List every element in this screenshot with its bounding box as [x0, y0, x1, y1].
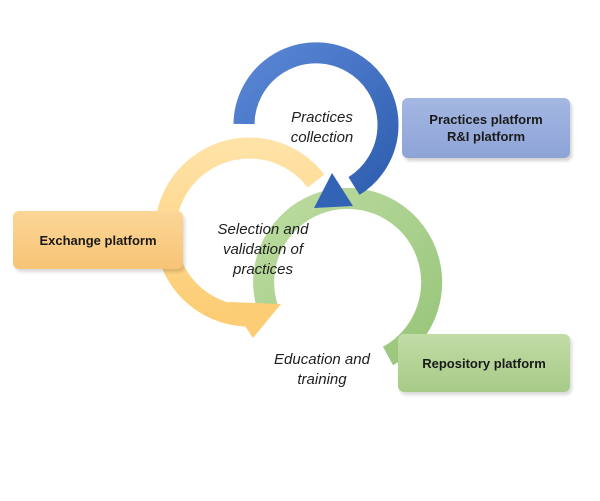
orange-arrowhead	[229, 302, 281, 338]
step-practices-collection: Practices collection	[290, 109, 354, 146]
orange-cycle-arrow	[154, 137, 325, 338]
green-cycle-arrow	[253, 187, 443, 366]
step-education-training: Education and training	[274, 351, 370, 388]
step-selection-validation: Selection and validation of practices	[217, 221, 309, 278]
practices-platform-box: Practices platform R&I platform	[402, 98, 570, 158]
exchange-platform-box: Exchange platform	[13, 211, 183, 269]
blue-arrowhead	[314, 173, 353, 208]
blue-cycle-arrow	[233, 42, 399, 208]
repository-platform-box: Repository platform	[398, 334, 570, 392]
